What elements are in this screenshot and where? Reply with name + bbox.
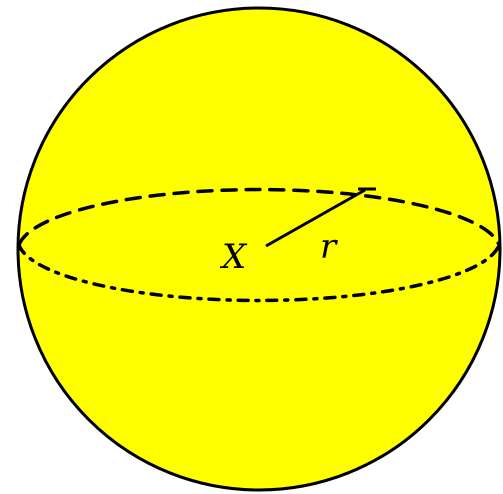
radius-label: r — [320, 227, 338, 267]
radius-line — [265, 188, 366, 248]
sphere-body — [16, 6, 502, 492]
equator-front-dotted — [17, 243, 501, 303]
equator-back-dashed — [17, 187, 501, 247]
center-point-label: X — [219, 237, 248, 277]
